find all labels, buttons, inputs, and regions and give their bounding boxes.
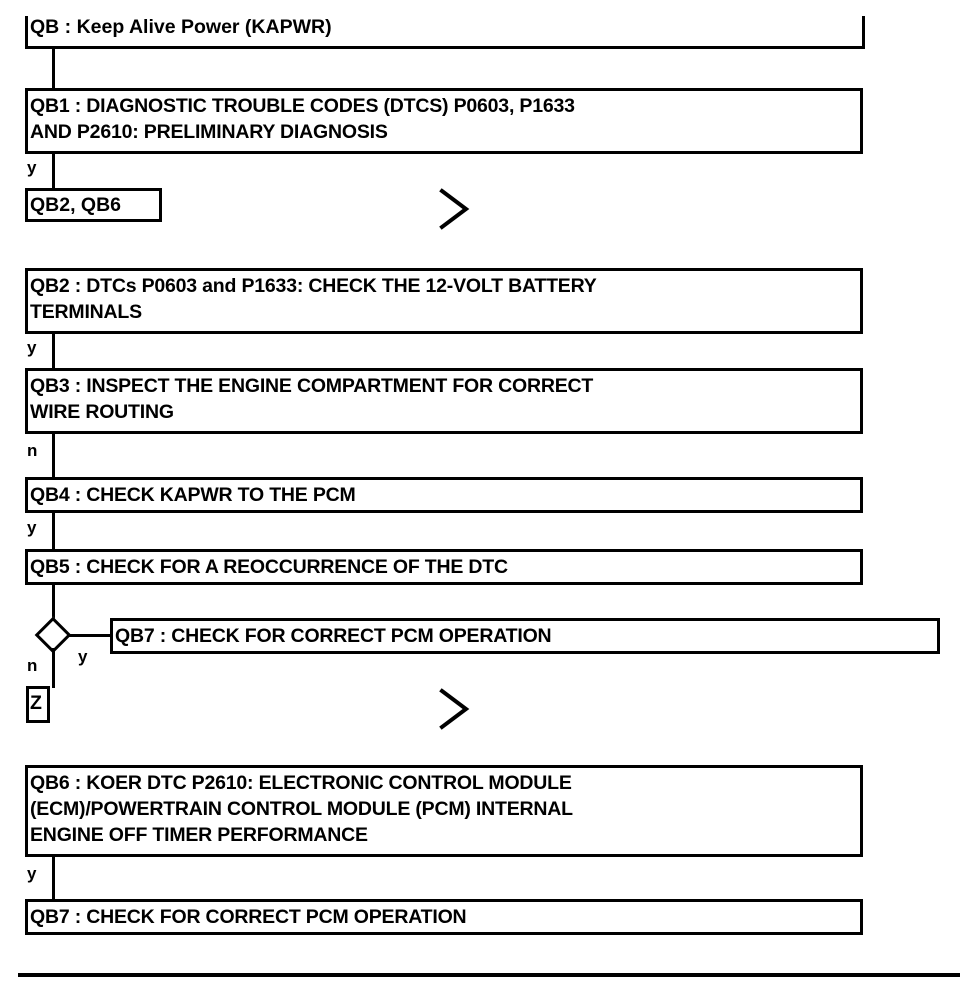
branch-label-qb1-yes: y <box>27 158 37 177</box>
page-break-chevron-icon-2 <box>436 685 476 733</box>
connector-qb3-to-qb4 <box>52 434 55 477</box>
connector-qb5-to-decision <box>52 585 55 623</box>
node-qb7[interactable]: QB7 : CHECK FOR CORRECT PCM OPERATION <box>25 899 863 935</box>
node-qb6-label: QB6 : KOER DTC P2610: ELECTRONIC CONTROL… <box>30 772 573 846</box>
connector-tag-qb2-qb6[interactable]: QB2, QB6 <box>25 188 162 222</box>
connector-qb1-to-tag <box>52 154 55 188</box>
node-qb2-label: QB2 : DTCs P0603 and P1633: CHECK THE 12… <box>30 275 597 323</box>
connector-tag-z[interactable]: Z <box>26 686 50 723</box>
node-qb4-label: QB4 : CHECK KAPWR TO THE PCM <box>30 484 356 506</box>
node-qb5[interactable]: QB5 : CHECK FOR A REOCCURRENCE OF THE DT… <box>25 549 863 585</box>
branch-label-decision-yes: y <box>78 647 88 666</box>
branch-label-qb6-yes: y <box>27 864 37 883</box>
connector-qb4-to-qb5 <box>52 513 55 549</box>
header-label: QB : Keep Alive Power (KAPWR) <box>30 16 332 38</box>
page-break-chevron-icon-1 <box>436 185 476 233</box>
node-qb7-branch-label: QB7 : CHECK FOR CORRECT PCM OPERATION <box>115 625 552 647</box>
node-qb4[interactable]: QB4 : CHECK KAPWR TO THE PCM <box>25 477 863 513</box>
branch-label-qb2-yes: y <box>27 338 37 357</box>
header-bracket: QB : Keep Alive Power (KAPWR) <box>25 16 865 49</box>
connector-qb2-to-qb3 <box>52 334 55 368</box>
node-qb7-label: QB7 : CHECK FOR CORRECT PCM OPERATION <box>30 906 467 928</box>
connector-tag-z-label: Z <box>30 692 42 714</box>
node-qb3-label: QB3 : INSPECT THE ENGINE COMPARTMENT FOR… <box>30 375 594 423</box>
connector-decision-no <box>52 648 55 688</box>
connector-decision-yes <box>68 634 112 637</box>
connector-tag-qb2-qb6-label: QB2, QB6 <box>30 194 122 216</box>
branch-label-qb3-no: n <box>27 441 38 460</box>
node-qb3[interactable]: QB3 : INSPECT THE ENGINE COMPARTMENT FOR… <box>25 368 863 434</box>
node-qb2[interactable]: QB2 : DTCs P0603 and P1633: CHECK THE 12… <box>25 268 863 334</box>
connector-header-to-qb1 <box>52 49 55 88</box>
branch-label-qb4-yes: y <box>27 518 37 537</box>
branch-label-decision-no: n <box>27 656 38 675</box>
node-qb5-label: QB5 : CHECK FOR A REOCCURRENCE OF THE DT… <box>30 556 508 578</box>
node-qb7-branch[interactable]: QB7 : CHECK FOR CORRECT PCM OPERATION <box>110 618 940 654</box>
node-qb1[interactable]: QB1 : DIAGNOSTIC TROUBLE CODES (DTCS) P0… <box>25 88 863 154</box>
node-qb6[interactable]: QB6 : KOER DTC P2610: ELECTRONIC CONTROL… <box>25 765 863 857</box>
connector-qb6-to-qb7 <box>52 857 55 899</box>
footer-divider <box>18 973 960 977</box>
node-qb1-label: QB1 : DIAGNOSTIC TROUBLE CODES (DTCS) P0… <box>30 95 575 143</box>
